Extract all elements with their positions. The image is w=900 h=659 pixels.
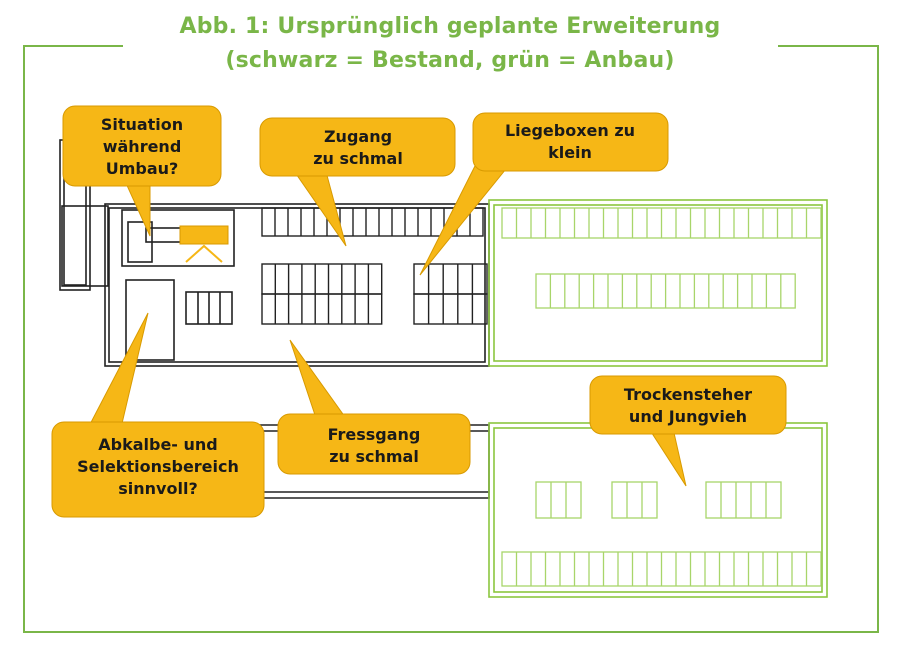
cubicle-row <box>261 207 484 237</box>
callout-zugang-text: Zugang zu schmal <box>313 127 403 168</box>
stall-block-left <box>185 291 233 325</box>
callout-line: Fressgang <box>328 425 421 444</box>
callout-line: Situation <box>101 115 183 134</box>
callout-zugang: Zugang zu schmal <box>259 117 456 247</box>
callout-line: Abkalbe- und <box>98 435 218 454</box>
cubicle-row <box>413 293 488 325</box>
callout-line: Zugang <box>324 127 392 146</box>
outer-frame <box>23 45 879 633</box>
callout-fressgang-text: Fressgang zu schmal <box>328 425 421 466</box>
callout-line: sinnvoll? <box>118 479 197 498</box>
callout-line: Liegeboxen zu <box>505 121 635 140</box>
extension-cubicles <box>501 207 822 587</box>
callout-line: zu schmal <box>329 447 419 466</box>
callout-trockensteher: Trockensteher und Jungvieh <box>589 375 787 487</box>
callout-liegeboxen-text: Liegeboxen zu klein <box>505 121 635 162</box>
callout-line: während <box>103 137 182 156</box>
cubicle-row <box>261 293 383 325</box>
callout-line: zu schmal <box>313 149 403 168</box>
callout-line: klein <box>548 143 592 162</box>
callout-line: und Jungvieh <box>629 407 747 426</box>
figure-title-line1: Abb. 1: Ursprünglich geplante Erweiterun… <box>179 14 721 39</box>
highlighted-equipment <box>179 225 229 263</box>
callout-fressgang: Fressgang zu schmal <box>277 339 471 475</box>
callout-trockensteher-text: Trockensteher und Jungvieh <box>624 385 752 426</box>
callout-line: Selektionsbereich <box>77 457 239 476</box>
callout-line: Umbau? <box>106 159 179 178</box>
callout-line: Trockensteher <box>624 385 752 404</box>
figure-title-line2: (schwarz = Bestand, grün = Anbau) <box>225 48 675 73</box>
cubicle-row <box>535 481 582 519</box>
cubicle-row <box>261 263 383 295</box>
cubicle-row <box>705 481 782 519</box>
cubicle-row <box>611 481 658 519</box>
callout-liegeboxen: Liegeboxen zu klein <box>419 112 669 276</box>
